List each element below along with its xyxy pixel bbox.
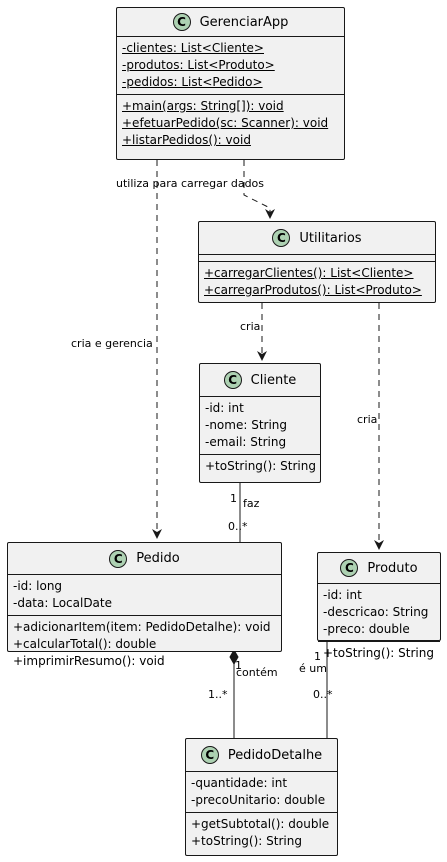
attribute: -id: long [13, 579, 63, 593]
class-header: C Cliente [200, 364, 320, 397]
multiplicity-pedido: 0..* [228, 520, 248, 533]
method: +toString(): String [191, 834, 302, 848]
class-badge-icon: C [272, 229, 291, 247]
label-app-pedido: cria e gerencia [71, 337, 153, 350]
method: +efetuarPedido(sc: Scanner): void [122, 116, 329, 130]
class-name: Produto [367, 560, 418, 576]
class-name: Utilitarios [299, 230, 362, 246]
attributes-section [199, 255, 435, 262]
attribute: -precoUnitario: double [191, 793, 326, 807]
method: +adicionarItem(item: PedidoDetalhe): voi… [13, 620, 271, 634]
class-utilitarios: C Utilitarios +carregarClientes(): List<… [198, 221, 436, 303]
multiplicity-cliente: 1 [230, 492, 237, 505]
attribute: -nome: String [205, 418, 288, 432]
composition-diamond [229, 648, 239, 666]
attribute: -clientes: List<Cliente> [122, 41, 264, 55]
multiplicity-pedido-composition: 1 [235, 659, 242, 672]
class-name: PedidoDetalhe [227, 747, 323, 763]
method: +carregarClientes(): List<Cliente> [204, 266, 414, 280]
methods-section: +main(args: String[]): void +efetuarPedi… [117, 95, 344, 152]
attributes-section: -quantidade: int -precoUnitario: double [186, 772, 337, 813]
class-gerenciarapp: C GerenciarApp -clientes: List<Cliente> … [116, 7, 345, 160]
method: +main(args: String[]): void [122, 99, 284, 113]
class-pedido: C Pedido -id: long -data: LocalDate +adi… [7, 542, 282, 668]
class-badge-icon: C [172, 13, 191, 31]
method: +carregarProdutos(): List<Produto> [204, 283, 422, 297]
attribute: -quantidade: int [191, 776, 288, 790]
label-produto-detalhe: é um [299, 662, 327, 675]
method: +toString(): String [205, 459, 316, 473]
methods-section: +carregarClientes(): List<Cliente> +carr… [199, 262, 435, 302]
class-badge-icon: C [223, 371, 242, 389]
methods-section: +toString(): String [318, 642, 440, 665]
attribute: -id: int [205, 401, 244, 415]
method: +calcularTotal(): double [13, 637, 157, 651]
method: +toString(): String [323, 646, 434, 660]
attribute: -preco: double [323, 622, 410, 636]
attribute: -pedidos: List<Pedido> [122, 75, 263, 89]
class-name: Cliente [250, 372, 297, 388]
class-header: C GerenciarApp [117, 8, 344, 37]
attribute: -data: LocalDate [13, 596, 112, 610]
class-badge-icon: C [200, 746, 219, 764]
class-badge-icon: C [109, 549, 128, 568]
label-app-utilitarios: utiliza para carregar dados [116, 177, 265, 190]
label-utilitarios-produto: cria [357, 413, 378, 426]
multiplicity-detalhe-composition: 1..* [208, 688, 228, 701]
edge-app-utilitarios [243, 160, 275, 219]
class-header: C PedidoDetalhe [186, 739, 337, 772]
label-cliente-pedido: faz [243, 497, 260, 510]
method: +getSubtotal(): double [191, 817, 330, 831]
multiplicity-produto: 1 [314, 650, 321, 663]
attributes-section: -clientes: List<Cliente> -produtos: List… [117, 37, 344, 95]
methods-section: +toString(): String [200, 455, 320, 478]
attribute: -email: String [205, 435, 287, 449]
methods-section: +getSubtotal(): double +toString(): Stri… [186, 813, 337, 853]
class-name: Pedido [136, 551, 180, 566]
label-utilitarios-cliente: cria [240, 320, 261, 333]
attribute: -produtos: List<Produto> [122, 58, 275, 72]
class-name: GerenciarApp [199, 14, 289, 30]
multiplicity-detalhe-produto: 0..* [313, 688, 333, 701]
attributes-section: -id: long -data: LocalDate [8, 575, 281, 616]
attributes-section: -id: int -nome: String -email: String [200, 397, 320, 455]
method: +imprimirResumo(): void [13, 654, 165, 668]
class-header: C Utilitarios [199, 222, 435, 255]
attribute: -id: int [323, 588, 362, 602]
class-pedidodetalhe: C PedidoDetalhe -quantidade: int -precoU… [185, 738, 338, 856]
attribute: -descricao: String [323, 605, 429, 619]
class-badge-icon: C [340, 559, 359, 577]
methods-section: +adicionarItem(item: PedidoDetalhe): voi… [8, 616, 281, 673]
label-pedido-detalhe: contém [236, 666, 278, 679]
class-cliente: C Cliente -id: int -nome: String -email:… [199, 363, 321, 483]
class-produto: C Produto -id: int -descricao: String -p… [317, 552, 441, 660]
attributes-section: -id: int -descricao: String -preco: doub… [318, 584, 440, 642]
class-header: C Pedido [8, 543, 281, 575]
method: +listarPedidos(): void [122, 133, 251, 147]
class-header: C Produto [318, 553, 440, 584]
